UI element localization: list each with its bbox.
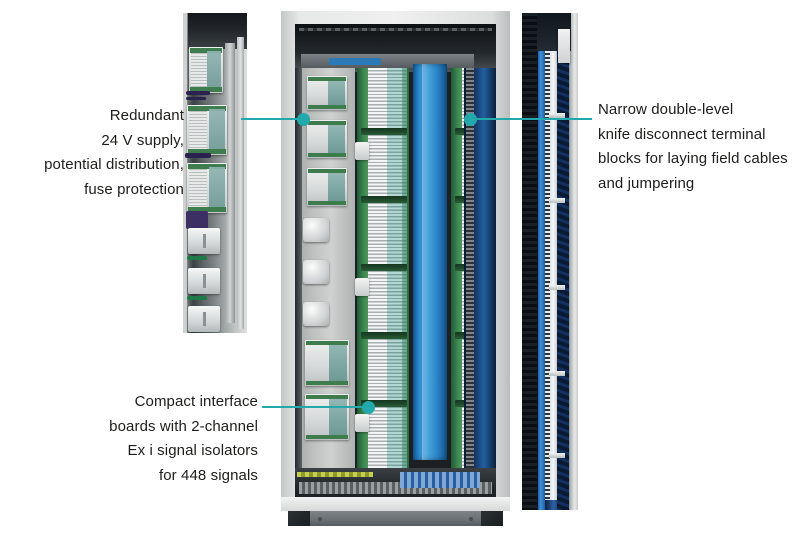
circuit-breaker: [188, 228, 220, 254]
module-faceplate: [209, 167, 225, 209]
callout-redundant-supply: Redundant 24 V supply, potential distrib…: [44, 107, 184, 198]
power-supply-module: [189, 47, 223, 93]
leader-line-boards: [262, 406, 370, 408]
circuit-breaker: [188, 268, 220, 294]
panel-edge: [295, 68, 302, 472]
cabinet-sill: [281, 497, 510, 511]
module-faceplate: [207, 51, 221, 89]
retaining-clip: [355, 278, 369, 296]
plinth-screw: [318, 517, 322, 521]
blue-connectors: [399, 472, 480, 488]
callout-knife-disconnect-terminals: Narrow double-level knife disconnect ter…: [598, 101, 788, 192]
terminal-strip: [188, 207, 226, 212]
leader-dot-boards: [362, 401, 375, 414]
main-cabinet-photo: [281, 8, 510, 526]
wiring: [186, 97, 206, 100]
mounting-rail: [225, 43, 235, 323]
terminal-strip: [190, 87, 222, 92]
wiring: [186, 211, 208, 229]
vent-grille: [191, 53, 207, 87]
callout-interface-boards: Compact interface boards with 2-channel …: [109, 393, 258, 484]
leader-line-terminals: [470, 118, 592, 120]
vent-grille: [189, 111, 208, 149]
circuit-breaker: [303, 302, 329, 326]
terminal-strip: [188, 164, 226, 169]
terminal-bracket: [548, 113, 565, 118]
cabinet-plinth: [288, 511, 503, 526]
field-cable-fan: [556, 13, 570, 510]
cabinet-top-section: [295, 24, 496, 72]
power-supply-module: [187, 163, 227, 213]
module-faceplate: [209, 109, 225, 151]
yellow-green-earth-wires: [297, 472, 374, 477]
terminal-strip: [190, 48, 222, 53]
cable-duct: [413, 64, 447, 460]
wiring: [185, 153, 211, 158]
cabinet-frame-edge: [571, 13, 578, 510]
left-detail-photo: [183, 13, 247, 333]
retaining-clip: [355, 142, 369, 160]
supply-module: [307, 120, 347, 158]
power-supply-module: [187, 105, 227, 155]
terminal-strip: [188, 149, 226, 154]
plinth-corner: [481, 511, 503, 526]
terminal-bracket: [548, 198, 565, 203]
blue-terminal-rail: [537, 13, 545, 510]
wiring: [186, 91, 210, 95]
interface-module: [305, 394, 349, 440]
vent-grille: [189, 169, 208, 207]
terminal-block-column: [355, 68, 409, 472]
supply-module: [307, 168, 347, 206]
supply-module: [307, 76, 347, 110]
knife-disconnect-terminal-strip: [544, 22, 550, 501]
wiring: [187, 256, 207, 260]
circuit-breaker: [303, 218, 329, 242]
terminal-bracket: [548, 285, 565, 290]
blue-component: [329, 58, 381, 65]
duct-highlight: [421, 64, 428, 460]
circuit-breaker: [303, 260, 329, 284]
leader-dot-terminals: [464, 113, 477, 126]
power-module: [557, 29, 571, 63]
top-vent-bar: [299, 28, 492, 31]
adjacent-dark-column: [522, 13, 537, 510]
circuit-breaker: [188, 306, 220, 332]
terminal-strip: [188, 106, 226, 111]
vent-strip: [466, 68, 474, 472]
field-terminal-column: [464, 68, 496, 472]
right-detail-photo: [522, 13, 578, 510]
retaining-clip: [355, 414, 369, 432]
plinth-corner: [288, 511, 310, 526]
power-supply-panel: [295, 68, 355, 472]
wiring: [187, 296, 207, 300]
terminal-label-strip: [550, 22, 557, 501]
plinth-screw: [469, 517, 473, 521]
cabinet-interior: [295, 24, 496, 512]
interface-module: [305, 340, 349, 386]
leader-dot-supply: [297, 113, 310, 126]
upper-shelf: [301, 54, 474, 68]
terminal-bracket: [548, 371, 565, 376]
terminal-bracket: [548, 453, 565, 458]
mounting-rail-secondary: [237, 37, 244, 329]
leader-line-supply: [241, 118, 303, 120]
